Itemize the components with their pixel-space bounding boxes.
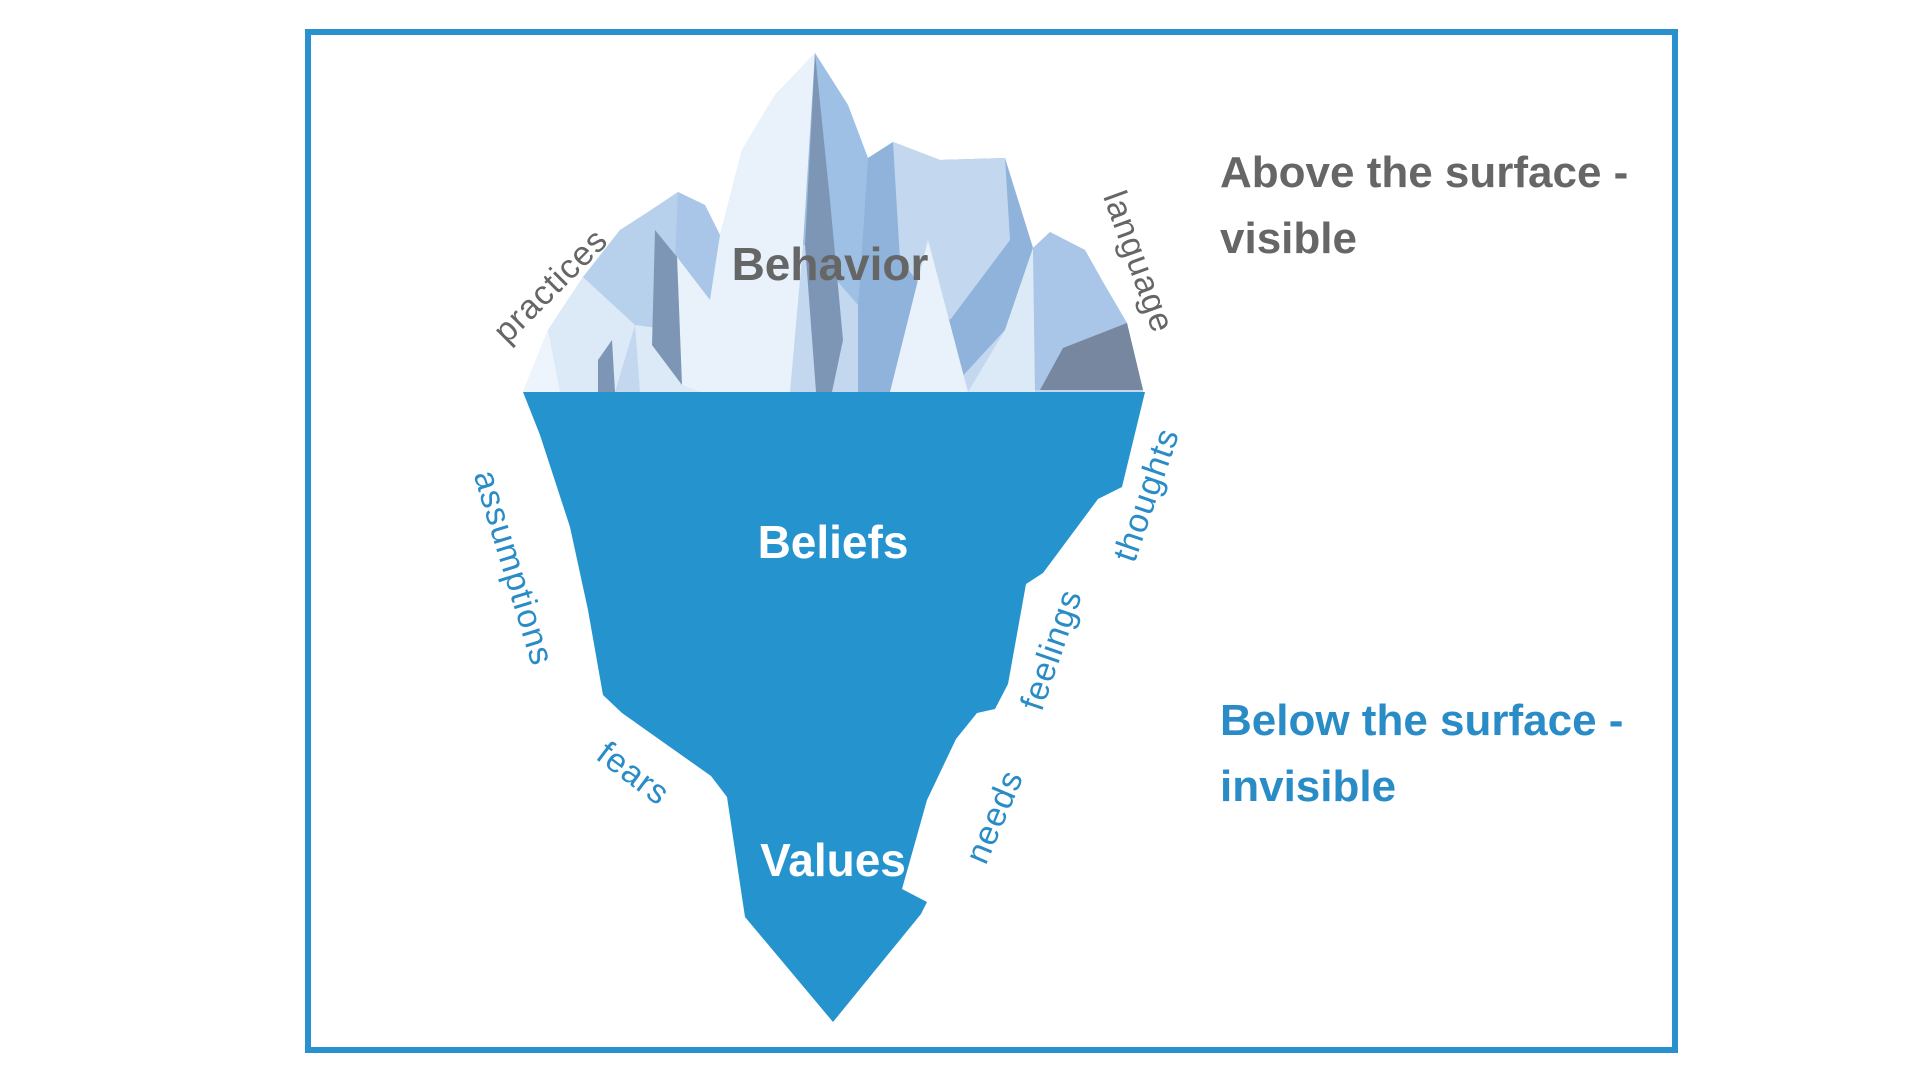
iceberg-facet — [652, 230, 682, 385]
label-beliefs: Beliefs — [757, 516, 909, 568]
iceberg-facet — [890, 240, 968, 392]
below-surface-heading: Below the surface - invisible — [1220, 688, 1660, 820]
iceberg-facet — [805, 53, 843, 392]
iceberg-facet — [968, 248, 1035, 392]
above-surface-heading: Above the surface - visible — [1220, 140, 1660, 272]
below-surface-heading-line2: invisible — [1220, 762, 1397, 811]
iceberg-facet — [1040, 323, 1143, 390]
iceberg-below-water-shape — [523, 392, 1145, 1022]
above-surface-heading-line2: visible — [1220, 214, 1357, 263]
iceberg-facet — [598, 340, 615, 392]
iceberg-facet — [523, 330, 560, 392]
label-values: Values — [760, 834, 906, 886]
iceberg-facet — [677, 53, 815, 392]
above-surface-heading-line1: Above the surface - — [1220, 148, 1629, 197]
label-behavior: Behavior — [731, 238, 929, 290]
diagram-frame — [305, 29, 1678, 1053]
below-surface-heading-line1: Below the surface - — [1220, 696, 1624, 745]
